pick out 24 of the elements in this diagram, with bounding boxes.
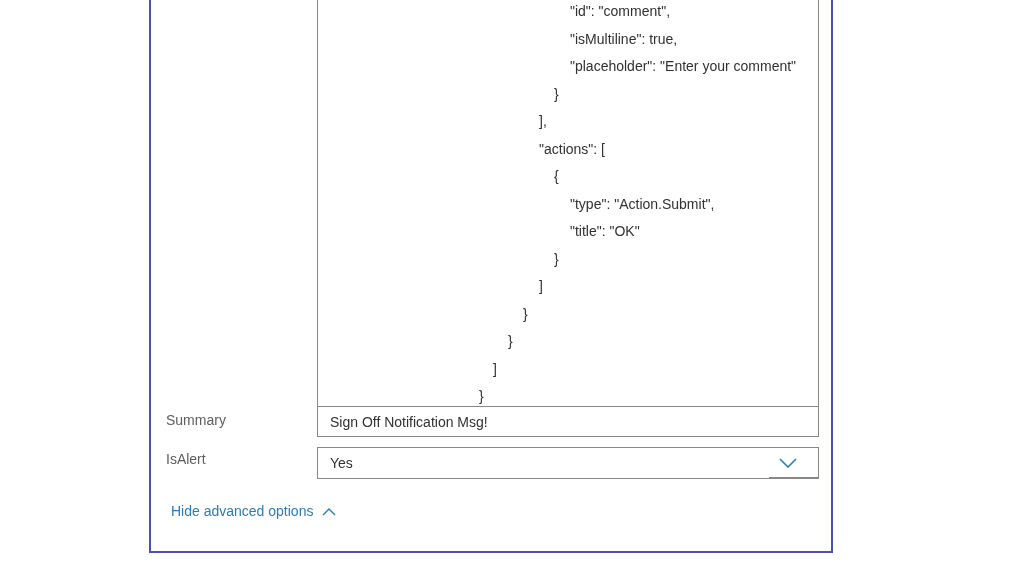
code-line: "placeholder": "Enter your comment"	[570, 58, 797, 74]
code-line: "type": "Action.Submit",	[570, 195, 715, 212]
toggle-link: Hide advanced options	[171, 503, 314, 519]
selected-value: Yes	[330, 455, 353, 471]
form-panel	[149, 0, 833, 553]
field-value: Sign Off Notification Msg!	[330, 414, 488, 430]
dropdown-field	[317, 447, 819, 479]
code-line: "isMultiline": true,	[570, 30, 678, 47]
code-text-area	[317, 0, 819, 407]
code-line: }	[554, 250, 559, 267]
code-line: {	[554, 168, 559, 184]
field-label: IsAlert	[166, 451, 206, 467]
code-line: ]	[539, 278, 543, 294]
code-line: }	[554, 85, 559, 102]
code-line: "title": "OK"	[570, 223, 640, 239]
code-line: }	[523, 305, 528, 322]
code-line: "actions": [	[539, 140, 605, 157]
code-line: ],	[539, 113, 547, 129]
input-field	[317, 406, 819, 437]
code-line: ]	[493, 360, 497, 377]
code-line: }	[508, 333, 513, 349]
field-label: Summary	[166, 412, 226, 428]
code-line: }	[479, 388, 484, 404]
code-line: "id": "comment",	[570, 3, 671, 19]
